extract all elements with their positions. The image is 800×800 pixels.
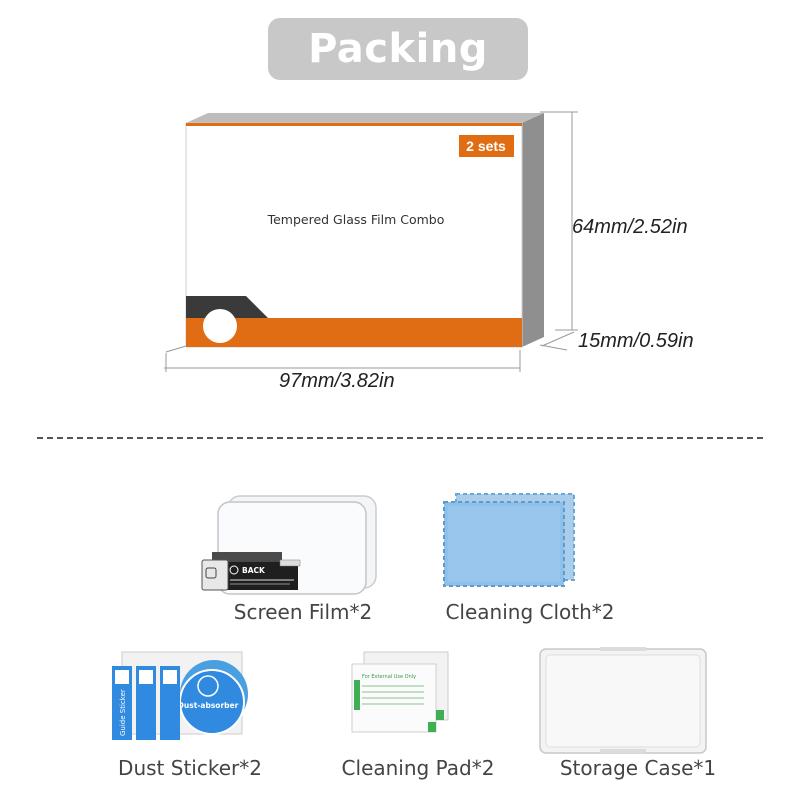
screen-film-tag: BACK (242, 566, 266, 575)
dust-absorber-label: Dust-absorber (178, 701, 239, 710)
box-side-face (522, 113, 544, 347)
box-dark-corner (186, 296, 268, 318)
screen-film-caption: Screen Film*2 (233, 600, 373, 624)
page-title: Packing List (308, 26, 488, 134)
cleaning-pad-text: For External Use Only (362, 674, 416, 680)
product-box-illustration: 2 sets Tempered Glass Film Combo (164, 111, 578, 372)
cleaning-cloth-caption: Cleaning Cloth*2 (445, 600, 615, 624)
dust-sticker-caption: Dust Sticker*2 (118, 756, 262, 780)
depth-dimension: 15mm/0.59in (578, 330, 694, 352)
storage-case-icon (539, 647, 707, 754)
box-label: Tempered Glass Film Combo (267, 212, 445, 227)
cleaning-cloth-icon (443, 493, 575, 587)
section-divider (37, 437, 763, 439)
height-dimension: 64mm/2.52in (572, 216, 688, 238)
box-bottom-band (186, 318, 522, 347)
sets-badge: 2 sets (466, 138, 506, 154)
title-banner (268, 18, 528, 80)
cleaning-pad-caption: Cleaning Pad*2 (341, 756, 495, 780)
storage-case-caption: Storage Case*1 (559, 756, 717, 780)
dimension-lines (164, 111, 578, 372)
box-window-circle (203, 309, 237, 343)
box-top-face (186, 113, 544, 123)
cleaning-pad-icon: For External Use Only (351, 651, 449, 733)
width-dimension: 97mm/3.82in (279, 370, 395, 392)
dust-sticker-icon: Dust-absorber Guide Sticker (112, 651, 248, 740)
box-top-stripe (186, 123, 522, 126)
screen-film-icon: BACK (201, 495, 377, 595)
guide-sticker-label: Guide Sticker (119, 689, 127, 736)
badge-bg (459, 135, 514, 157)
